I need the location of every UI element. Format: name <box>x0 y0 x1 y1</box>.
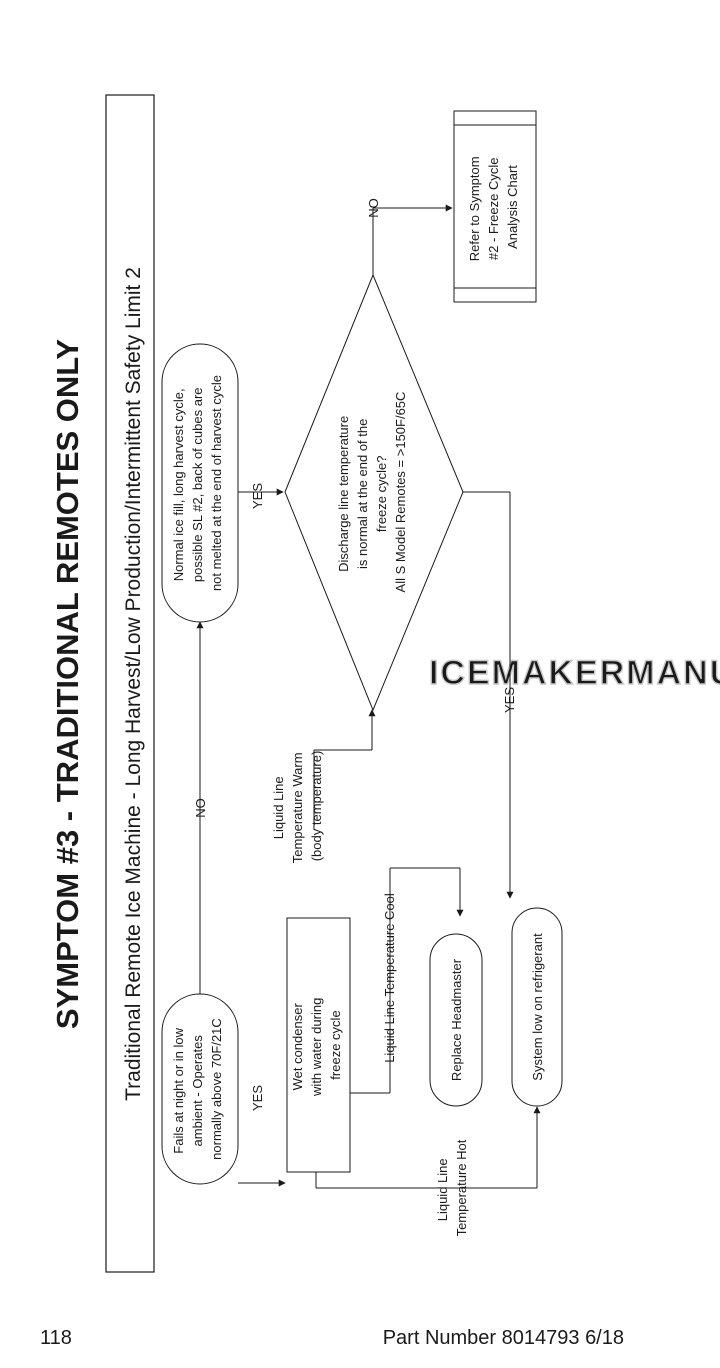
low-refrigerant-node <box>511 907 563 1107</box>
part-number: Part Number 8014793 6/18 <box>382 1327 624 1349</box>
label-no-diamond: NO <box>366 198 381 218</box>
label-yes-diamond: YES <box>502 687 517 713</box>
label-liquid-hot: Liquid Line Temperature Hot <box>435 1139 469 1236</box>
label-liquid-warm: Liquid Line Temperature Warm (body tempe… <box>271 749 324 863</box>
label-no-start: NO <box>193 798 208 818</box>
start-text: Fails at night or in low ambient - Opera… <box>171 1018 224 1160</box>
low-refrigerant-text: System low on refrigerant <box>530 933 545 1081</box>
discharge-text: Discharge line temperature is normal at … <box>336 392 408 593</box>
discharge-decision <box>284 273 464 712</box>
subtitle-box <box>105 94 155 1273</box>
label-yes-start: YES <box>250 1085 265 1111</box>
wet-condenser-node <box>286 917 351 1173</box>
headmaster-node <box>429 933 483 1107</box>
page-number: 118 <box>40 1327 72 1349</box>
label-liquid-cool: Liquid Line Temperature Cool <box>382 893 397 1063</box>
label-yes-normal: YES <box>250 483 265 509</box>
start-node <box>161 993 239 1185</box>
refer-text: Refer to Symptom #2 - Freeze Cycle Analy… <box>467 153 520 261</box>
wet-condenser-text: Wet condenser with water during freeze c… <box>290 994 343 1097</box>
watermark: ICEMAKERMANUALS.COM <box>429 654 720 692</box>
page-title: SYMPTOM #3 - TRADITIONAL REMOTES ONLY <box>50 339 85 1029</box>
headmaster-text: Replace Headmaster <box>449 958 464 1081</box>
page-subtitle: Traditional Remote Ice Machine - Long Ha… <box>122 267 145 1101</box>
refer-node <box>453 110 537 303</box>
normal-ice-node <box>161 343 239 623</box>
normal-ice-text: Normal ice fill, long harvest cycle, pos… <box>171 375 224 591</box>
